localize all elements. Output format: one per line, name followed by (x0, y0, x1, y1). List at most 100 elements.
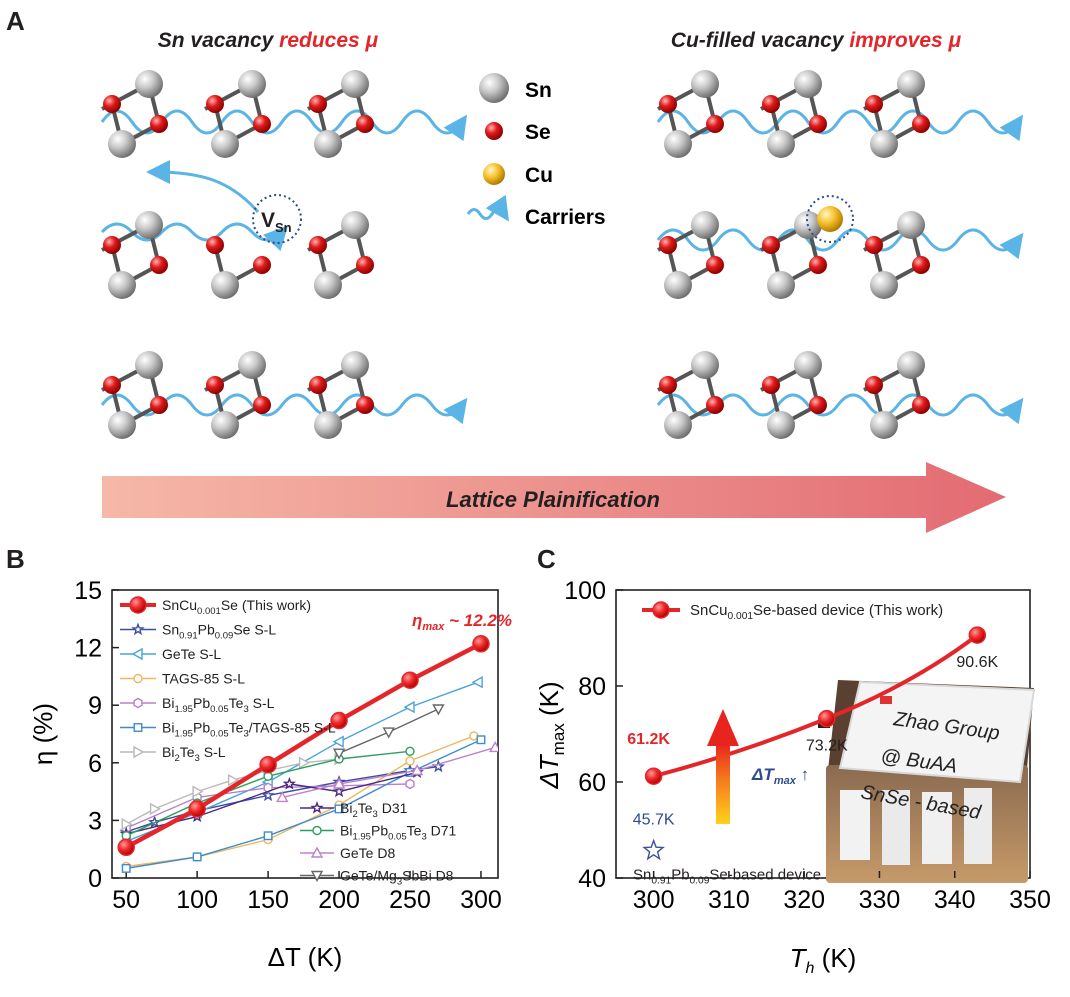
sn-atom-icon (479, 73, 509, 103)
se-atom (809, 115, 827, 133)
data-point (188, 800, 206, 818)
legend-cu-label: Cu (525, 164, 553, 187)
x-tick-label: 340 (934, 886, 976, 914)
panel-b-legend: SnCu0.001Se (This work)Sn0.91Pb0.09Se S-… (120, 596, 457, 888)
legend-marker (133, 723, 143, 732)
data-point (121, 818, 133, 831)
data-point (334, 804, 344, 814)
data-point (298, 756, 311, 769)
y-tick-label: 6 (88, 750, 102, 778)
sn-atom (767, 271, 795, 299)
delta-tmax-annotation: ΔTmax ↑ (751, 765, 809, 787)
legend-sn-label: Sn (525, 79, 552, 102)
legend-marker (312, 825, 322, 836)
data-point (489, 740, 498, 753)
vacancy-label: VSn (261, 209, 292, 235)
sn-atom (691, 211, 719, 239)
legend-label: Bi1.95Pb0.05Te3 D71 (340, 823, 457, 843)
legend-label: SnCu0.001Se (This work) (162, 597, 311, 617)
data-point (121, 863, 131, 873)
sn-atom (870, 411, 898, 439)
x-tick-label: 320 (783, 886, 825, 914)
se-atom (706, 396, 724, 414)
se-atom (150, 115, 168, 133)
data-point (405, 756, 415, 766)
sn-atom (691, 70, 719, 98)
legend-label: Bi1.95Pb0.05Te3 S-L (162, 695, 275, 715)
data-label: 73.2K (806, 738, 848, 755)
sn-atom (108, 411, 136, 439)
x-tick-label: 300 (460, 886, 502, 914)
sn-atom (238, 70, 266, 98)
se-atom (253, 256, 271, 274)
panel-a-letter: A (6, 6, 25, 36)
sn-atom (341, 211, 369, 239)
se-atom (103, 236, 121, 254)
data-point (642, 838, 665, 861)
sn-atom (314, 130, 342, 158)
legend-marker (131, 622, 145, 636)
y-tick-label: 80 (578, 673, 606, 701)
sn-atom (108, 130, 136, 158)
se-atom (706, 115, 724, 133)
x-tick-label: 330 (859, 886, 901, 914)
se-atom (356, 396, 374, 414)
data-point (476, 735, 486, 745)
sn-atom (211, 130, 239, 158)
legend-carriers-label: Carriers (525, 206, 606, 229)
sn-atom (897, 70, 925, 98)
legend-marker (131, 647, 143, 661)
x-tick-label: 250 (389, 886, 431, 914)
panel-b-ylabel: η (%) (28, 703, 58, 765)
x-tick-label: 310 (708, 886, 750, 914)
sn-atom (341, 351, 369, 379)
panel-a-legend: Sn Se Cu Carriers (466, 73, 606, 229)
x-tick-label: 100 (176, 886, 218, 914)
data-point (405, 778, 415, 790)
se-atom (253, 115, 271, 133)
panel-a-left-title: Sn vacancy reduces μ (158, 29, 379, 52)
se-atom (809, 256, 827, 274)
se-atom-icon (485, 122, 503, 140)
se-atom (103, 376, 121, 394)
legend-label: Bi1.95Pb0.05Te3/TAGS-85 S-L (162, 720, 336, 740)
data-point (332, 784, 346, 798)
arrow-label: Lattice Plainification (446, 487, 660, 512)
sn-atom (135, 70, 163, 98)
carrier-wave-icon (466, 194, 509, 222)
se-atom (912, 396, 930, 414)
y-tick-label: 12 (74, 635, 102, 663)
legend-label: TAGS-85 S-L (162, 671, 245, 687)
se-atom (356, 115, 374, 133)
panel-c-letter: C (537, 544, 556, 574)
data-point (192, 785, 204, 798)
data-point (261, 788, 275, 802)
se-atom (762, 376, 780, 394)
sn-atom (897, 211, 925, 239)
data-point (968, 626, 987, 644)
data-point (382, 727, 395, 739)
se-atom (309, 236, 327, 254)
data-point (432, 704, 445, 716)
panel-b-letter: B (6, 544, 25, 574)
carrier-path (656, 228, 1024, 260)
legend-marker (129, 596, 147, 614)
data-label: 45.7K (633, 812, 675, 829)
se-atom (356, 256, 374, 274)
series-line (126, 739, 482, 870)
sn-atom (314, 411, 342, 439)
panel-b-xlabel: ΔT (K) (268, 942, 343, 972)
legend-label: GeTe S-L (162, 646, 221, 662)
sn-atom (767, 130, 795, 158)
se-atom (659, 376, 677, 394)
sn-atom (870, 271, 898, 299)
data-point (332, 777, 346, 789)
y-tick-label: 100 (564, 577, 606, 605)
panel-b-plot-frame (111, 589, 499, 879)
